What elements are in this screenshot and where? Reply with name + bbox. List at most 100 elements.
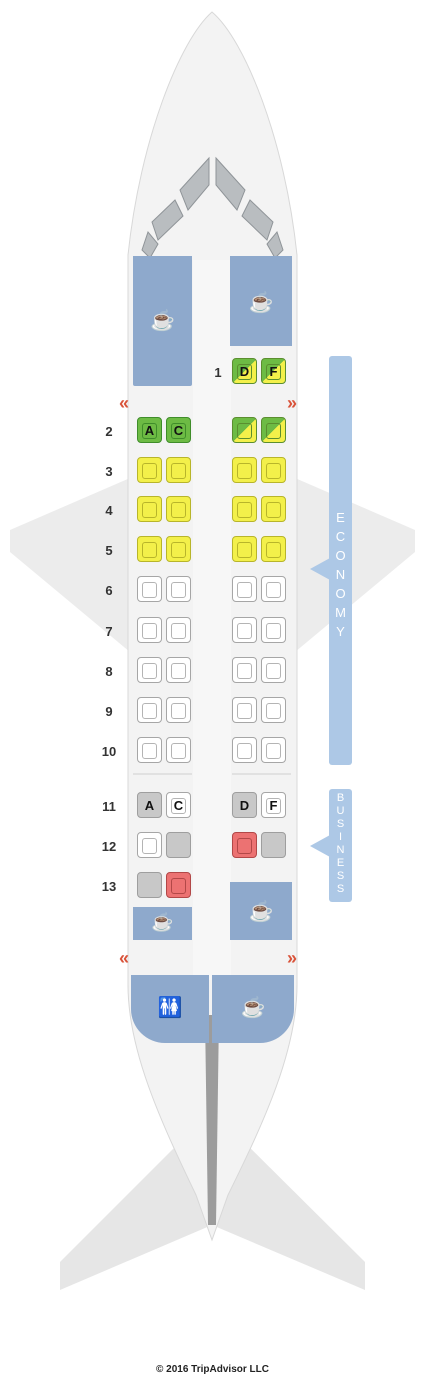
seat[interactable]: C: [166, 417, 191, 443]
seat-cushion: [266, 502, 281, 518]
seat-cushion: [237, 703, 252, 719]
seat[interactable]: [137, 697, 162, 723]
seat[interactable]: [166, 536, 191, 562]
aft-right-galley: ☕: [230, 882, 292, 940]
row-number: 11: [102, 799, 116, 814]
front-left-galley: ☕: [133, 256, 192, 386]
seat-cushion: [266, 743, 281, 759]
seat[interactable]: [137, 872, 162, 898]
exit-left-chevron-icon: «: [119, 948, 130, 968]
aisle: [193, 260, 231, 980]
seat[interactable]: [261, 657, 286, 683]
seat[interactable]: [261, 832, 286, 858]
seat[interactable]: [166, 832, 191, 858]
seat[interactable]: [137, 617, 162, 643]
seat[interactable]: [137, 832, 162, 858]
seat[interactable]: [232, 576, 257, 602]
seat-cushion: [237, 838, 252, 854]
seat-cushion: [237, 364, 252, 380]
seat-cushion: [171, 703, 186, 719]
seat-cushion: [142, 582, 157, 598]
seat[interactable]: [261, 496, 286, 522]
cabin-label-letter: S: [336, 883, 345, 895]
seat[interactable]: [232, 496, 257, 522]
seat-cushion: [142, 463, 157, 479]
seat[interactable]: [137, 576, 162, 602]
seat[interactable]: [261, 697, 286, 723]
seat[interactable]: [166, 617, 191, 643]
seat[interactable]: [137, 657, 162, 683]
seat[interactable]: [137, 457, 162, 483]
seat[interactable]: [261, 737, 286, 763]
cabin-label-letter: S: [336, 818, 345, 830]
seat-letter: C: [173, 798, 184, 813]
seat[interactable]: [232, 737, 257, 763]
seat[interactable]: [232, 536, 257, 562]
seat-cushion: [171, 663, 186, 679]
seat[interactable]: [232, 697, 257, 723]
seat[interactable]: C: [166, 792, 191, 818]
cockpit-windshield: [141, 156, 284, 259]
seat[interactable]: [166, 657, 191, 683]
seat-cushion: [142, 502, 157, 518]
seat-cushion: [142, 703, 157, 719]
seat[interactable]: [232, 417, 257, 443]
cabin-label-letter: U: [336, 805, 345, 817]
seat[interactable]: [166, 576, 191, 602]
seat[interactable]: [166, 496, 191, 522]
left-wing: [10, 478, 130, 652]
seat[interactable]: [232, 457, 257, 483]
rear-galley: ☕: [212, 975, 294, 1043]
seat[interactable]: [166, 737, 191, 763]
cabin-label-letter: I: [338, 831, 343, 843]
restroom-icon: 🚻: [157, 997, 183, 1019]
seat[interactable]: F: [261, 792, 286, 818]
seat[interactable]: A: [137, 792, 162, 818]
row-number: 8: [105, 664, 113, 679]
seat[interactable]: [261, 617, 286, 643]
row-number: 4: [105, 503, 113, 518]
seat-cushion: [266, 463, 281, 479]
seat[interactable]: D: [232, 358, 257, 384]
seat[interactable]: [232, 617, 257, 643]
seat-cushion: [171, 840, 186, 854]
seat[interactable]: [137, 536, 162, 562]
seat[interactable]: [166, 697, 191, 723]
seat-cushion: [142, 423, 157, 439]
seat[interactable]: [232, 832, 257, 858]
seat[interactable]: [232, 657, 257, 683]
seat[interactable]: [166, 872, 191, 898]
seat-cushion: [266, 663, 281, 679]
row-number: 7: [105, 624, 113, 639]
cabin-label-letter: S: [336, 870, 345, 882]
economy-pointer: [310, 558, 330, 580]
seat[interactable]: A: [137, 417, 162, 443]
seat[interactable]: F: [261, 358, 286, 384]
seat[interactable]: [261, 457, 286, 483]
seat[interactable]: [137, 737, 162, 763]
seat-cushion: [237, 463, 252, 479]
seat[interactable]: [137, 496, 162, 522]
row-number: 9: [105, 704, 113, 719]
seat-cushion: [237, 423, 252, 439]
seat[interactable]: [166, 457, 191, 483]
row-number: 2: [105, 424, 113, 439]
seat[interactable]: [261, 536, 286, 562]
cabin-label-letter: O: [335, 586, 346, 601]
row-number: 12: [101, 839, 117, 854]
seat[interactable]: D: [232, 792, 257, 818]
copyright-text: © 2016 TripAdvisor LLC: [156, 1364, 269, 1375]
seat-cushion: [171, 542, 186, 558]
seat-letter: C: [173, 423, 184, 438]
coffee-cup-icon: ☕: [150, 310, 175, 332]
seat[interactable]: [261, 576, 286, 602]
cabin-label-letter: Y: [336, 624, 345, 639]
seat-letter: A: [144, 798, 155, 813]
economy-cabin-bar: [329, 356, 352, 765]
seat-cushion: [237, 623, 252, 639]
seat-cushion: [142, 743, 157, 759]
seat[interactable]: [261, 417, 286, 443]
seat-cushion: [266, 798, 281, 814]
seat-cushion: [142, 623, 157, 639]
